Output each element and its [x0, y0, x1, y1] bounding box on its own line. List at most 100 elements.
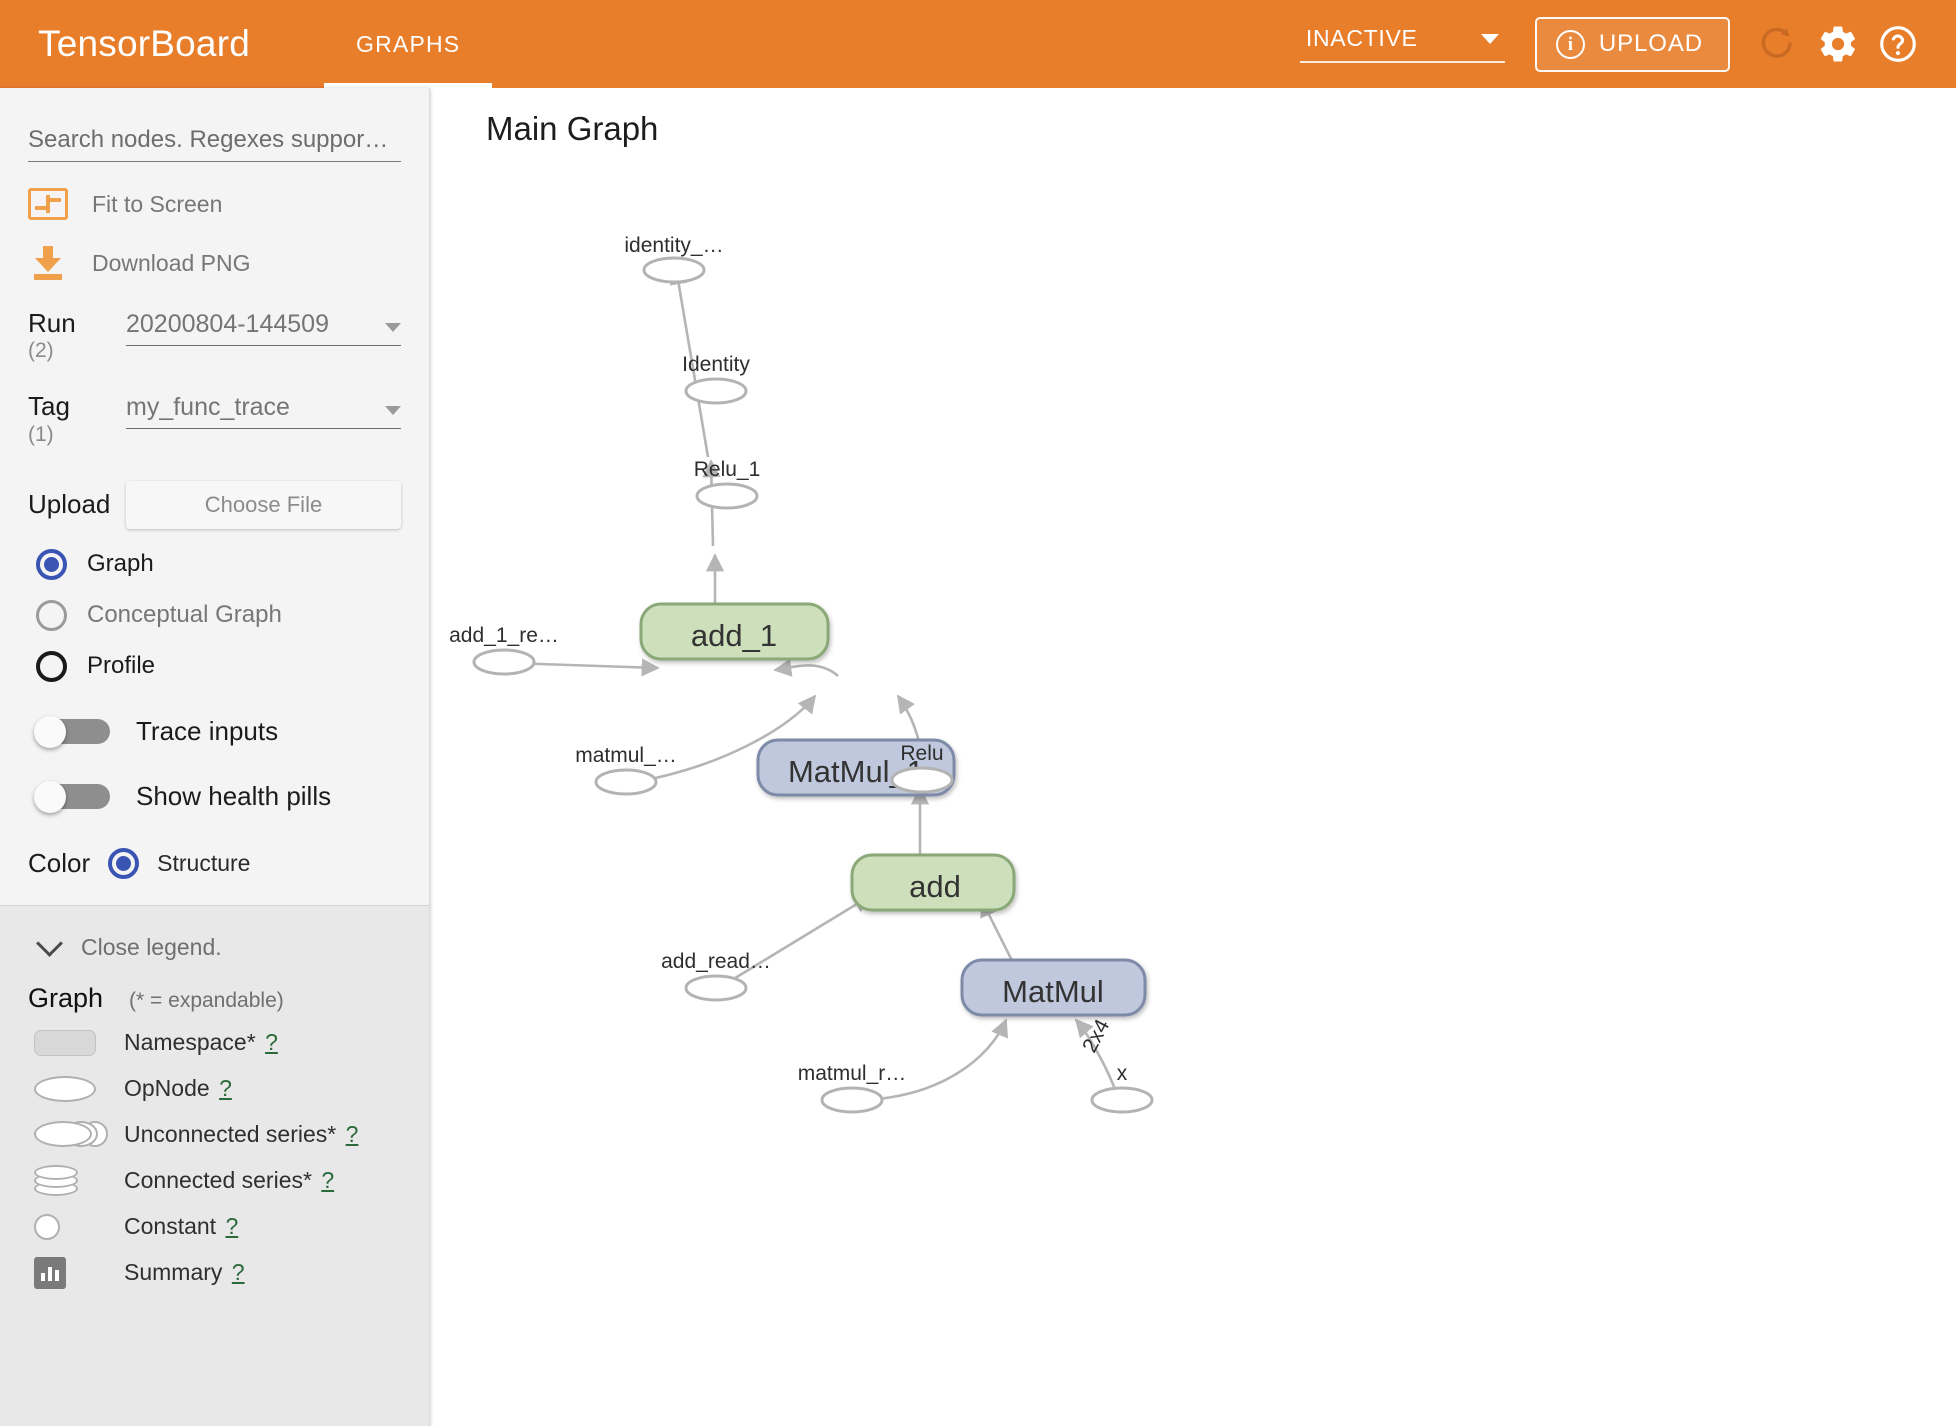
search-input[interactable] — [28, 124, 401, 156]
show-health-pills-switch[interactable] — [34, 781, 110, 814]
edge-identity-to-identity-out — [669, 266, 710, 458]
node-add-1-shape[interactable] — [639, 602, 830, 661]
node-add-shape[interactable] — [850, 853, 1016, 912]
gear-icon[interactable] — [1808, 14, 1868, 74]
opnode-swatch — [28, 1075, 124, 1102]
download-png-button[interactable]: Download PNG — [28, 246, 401, 280]
sidebar-controls: Fit to Screen Download PNG Run (2) 20200… — [0, 88, 429, 905]
fit-to-screen-button[interactable]: Fit to Screen — [28, 188, 401, 220]
node-add-read-shape[interactable] — [684, 974, 748, 1002]
namespace-swatch — [28, 1029, 124, 1056]
graph-svg[interactable]: identity_… Identity Relu_1 — [430, 88, 1956, 1426]
tab-graphs[interactable]: GRAPHS — [324, 0, 493, 88]
color-field: Color Structure — [28, 847, 401, 879]
graph-canvas[interactable]: Main Graph — [430, 88, 1956, 1426]
help-icon[interactable] — [1868, 14, 1928, 74]
show-health-pills-label: Show health pills — [136, 780, 332, 811]
node-add-1-read[interactable]: add_1_re… — [449, 624, 559, 676]
node-add-1[interactable]: add_1 — [639, 602, 830, 661]
node-identity[interactable]: Identity — [682, 353, 750, 405]
node-relu[interactable]: Relu — [890, 742, 954, 794]
node-relu-1[interactable]: Relu_1 — [694, 458, 761, 510]
trace-inputs-toggle[interactable]: Trace inputs — [28, 716, 401, 749]
download-png-label: Download PNG — [92, 249, 251, 276]
chevron-down-icon — [1480, 33, 1499, 44]
node-relu-1-shape[interactable] — [695, 482, 759, 510]
brand-title: TensorBoard — [38, 23, 250, 64]
legend-item-namespace: Namespace* ? — [28, 1026, 401, 1060]
tab-bar: GRAPHS — [324, 0, 493, 88]
fit-to-screen-label: Fit to Screen — [92, 190, 223, 217]
edge-addread-to-add — [721, 894, 872, 988]
sidebar: Fit to Screen Download PNG Run (2) 20200… — [0, 88, 430, 1426]
reload-icon[interactable] — [1748, 14, 1808, 74]
upload-option-graph[interactable]: Graph — [28, 548, 401, 580]
legend-item-summary: Summary ? — [28, 1256, 401, 1290]
node-matmul[interactable]: MatMul — [960, 958, 1147, 1017]
node-identity-out-shape[interactable] — [642, 256, 706, 284]
help-link[interactable]: ? — [321, 1167, 335, 1194]
node-x[interactable]: x 2x4 — [1078, 1015, 1154, 1114]
run-value: 20200804-144509 — [126, 310, 329, 338]
chevron-down-icon — [36, 930, 63, 958]
close-legend-button[interactable]: Close legend. — [28, 930, 401, 961]
node-relu-shape[interactable] — [890, 766, 954, 794]
node-x-label: x — [1117, 1062, 1128, 1085]
help-link[interactable]: ? — [219, 1075, 232, 1102]
legend-item-constant: Constant ? — [28, 1210, 401, 1244]
help-link[interactable]: ? — [265, 1029, 278, 1056]
node-add-1-read-shape[interactable] — [472, 648, 536, 676]
help-link[interactable]: ? — [345, 1121, 359, 1148]
trace-inputs-switch[interactable] — [34, 716, 110, 749]
legend-label-unconnected-series: Unconnected series* ? — [124, 1121, 359, 1148]
help-link[interactable]: ? — [225, 1213, 239, 1240]
node-relu-label: Relu — [900, 742, 943, 765]
node-add[interactable]: add — [850, 853, 1016, 912]
node-identity-out[interactable]: identity_… — [624, 234, 724, 284]
legend-label-namespace: Namespace* ? — [124, 1029, 278, 1056]
node-matmul-read[interactable]: matmul_r… — [798, 1062, 907, 1114]
radio-profile[interactable] — [36, 650, 67, 682]
edge-matmul1read-to-matmul1 — [629, 694, 817, 785]
upload-option-profile[interactable]: Profile — [28, 650, 401, 682]
node-x-shape[interactable] — [1090, 1086, 1154, 1114]
radio-color-structure[interactable] — [108, 847, 140, 879]
node-matmul-1-read[interactable]: matmul_… — [575, 744, 677, 796]
run-state-selector[interactable]: INACTIVE — [1299, 25, 1505, 63]
legend-label-connected-series: Connected series* ? — [124, 1167, 335, 1194]
edge-matmul1-to-add1 — [773, 658, 839, 678]
node-relu-1-label: Relu_1 — [694, 458, 761, 481]
run-field: Run (2) 20200804-144509 — [28, 309, 401, 363]
tag-dropdown[interactable]: my_func_trace — [126, 393, 401, 430]
tag-field: Tag (1) my_func_trace — [28, 391, 401, 446]
node-matmul-1-read-label: matmul_… — [575, 744, 677, 767]
node-identity-label: Identity — [682, 353, 750, 376]
node-matmul-label: MatMul — [1002, 974, 1104, 1009]
radio-graph[interactable] — [36, 548, 67, 580]
node-matmul-1-read-shape[interactable] — [594, 768, 658, 796]
tag-field-label: Tag (1) — [28, 391, 126, 446]
choose-file-button[interactable]: Choose File — [126, 480, 401, 529]
search-field[interactable] — [28, 124, 401, 162]
tag-label: Tag — [28, 391, 70, 422]
show-health-pills-toggle[interactable]: Show health pills — [28, 780, 401, 814]
upload-button-label: UPLOAD — [1598, 30, 1703, 57]
upload-button[interactable]: i UPLOAD — [1534, 16, 1730, 72]
chevron-down-icon — [385, 323, 401, 332]
node-identity-shape[interactable] — [684, 377, 748, 405]
download-icon — [28, 246, 68, 280]
legend-item-opnode: OpNode ? — [28, 1072, 401, 1106]
node-matmul-read-shape[interactable] — [820, 1086, 884, 1114]
radio-conceptual-graph[interactable] — [36, 599, 67, 631]
upload-label: Upload — [28, 488, 111, 519]
node-add-read[interactable]: add_read… — [661, 950, 771, 1002]
edge-matmulread-to-matmul — [859, 1018, 1009, 1102]
run-dropdown[interactable]: 20200804-144509 — [126, 310, 401, 346]
chevron-down-icon — [385, 406, 401, 416]
help-link[interactable]: ? — [231, 1259, 245, 1286]
node-matmul-shape[interactable] — [960, 958, 1147, 1017]
tag-count: (1) — [28, 422, 54, 446]
upload-option-conceptual-graph[interactable]: Conceptual Graph — [28, 599, 401, 631]
legend-item-connected-series: Connected series* ? — [28, 1164, 401, 1198]
